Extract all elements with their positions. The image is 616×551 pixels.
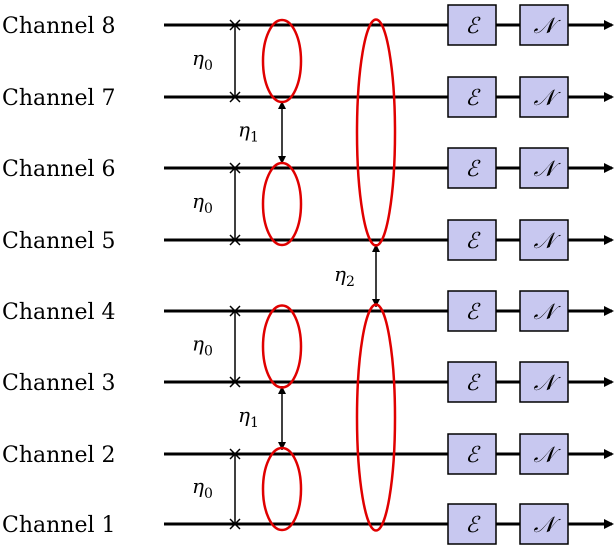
encoder-block: ℰ (447, 76, 497, 118)
pair-ellipse (261, 18, 303, 104)
encoder-symbol: ℰ (465, 513, 481, 538)
noise-block: 𝒩 (519, 4, 569, 46)
encoder-block: ℰ (447, 147, 497, 189)
encoder-symbol: ℰ (465, 229, 481, 254)
noise-block: 𝒩 (519, 290, 569, 332)
eta0-label: η0 (192, 46, 213, 74)
channel-lines (164, 20, 614, 529)
channel-4-label: Channel 4 (2, 300, 116, 325)
eta0-link: η0 (192, 448, 241, 530)
encoder-symbol: ℰ (465, 300, 481, 325)
channel-7-label: Channel 7 (2, 86, 116, 111)
channel-5-label: Channel 5 (2, 229, 116, 254)
encoder-symbol: ℰ (465, 14, 481, 39)
encoder-block: ℰ (447, 503, 497, 545)
encoder-block: ℰ (447, 219, 497, 261)
encoder-symbol: ℰ (465, 86, 481, 111)
noise-block: 𝒩 (519, 76, 569, 118)
pair-ellipse (261, 446, 303, 532)
eta1-label: η1 (238, 403, 259, 431)
channel-1-label: Channel 1 (2, 513, 116, 538)
eta1-link: η1 (238, 101, 286, 164)
encoder-block: ℰ (447, 4, 497, 46)
eta1-label: η1 (238, 118, 259, 146)
channel-3-label: Channel 3 (2, 371, 116, 396)
coupling-links: η0 η0 η0 η0 η1 η1 η2 (192, 19, 380, 530)
encoder-symbol: ℰ (465, 157, 481, 182)
channel-labels: Channel 8 Channel 7 Channel 6 Channel 5 Chan… (2, 14, 116, 538)
eta0-label: η0 (192, 332, 213, 360)
eta0-label: η0 (192, 474, 213, 502)
encoder-symbol: ℰ (465, 443, 481, 468)
eta0-label: η0 (192, 189, 213, 217)
noise-block: 𝒩 (519, 361, 569, 403)
noise-block: 𝒩 (519, 433, 569, 475)
pair-ellipse (261, 304, 303, 389)
encoder-symbol: ℰ (465, 371, 481, 396)
encoder-block: ℰ (447, 290, 497, 332)
encoder-block: ℰ (447, 433, 497, 475)
encoder-block: ℰ (447, 361, 497, 403)
noise-block: 𝒩 (519, 503, 569, 545)
eta2-link: η2 (334, 244, 380, 307)
group-ellipse (355, 18, 397, 247)
eta0-link: η0 (192, 305, 241, 388)
noise-block: 𝒩 (519, 219, 569, 261)
noise-block: 𝒩 (519, 147, 569, 189)
eta0-link: η0 (192, 162, 241, 246)
channel-6-label: Channel 6 (2, 157, 116, 182)
eta0-link: η0 (192, 19, 241, 103)
eta1-link: η1 (238, 386, 286, 450)
pair-ellipse (261, 161, 303, 247)
entanglement-ellipses (261, 18, 397, 532)
processing-blocks: ℰ 𝒩 ℰ 𝒩 ℰ 𝒩 ℰ 𝒩 ℰ 𝒩 ℰ 𝒩 ℰ 𝒩 ℰ 𝒩 (447, 4, 569, 545)
group-ellipse (355, 303, 397, 532)
channel-8-label: Channel 8 (2, 14, 116, 39)
eta2-label: η2 (334, 262, 355, 290)
channel-2-label: Channel 2 (2, 443, 116, 468)
